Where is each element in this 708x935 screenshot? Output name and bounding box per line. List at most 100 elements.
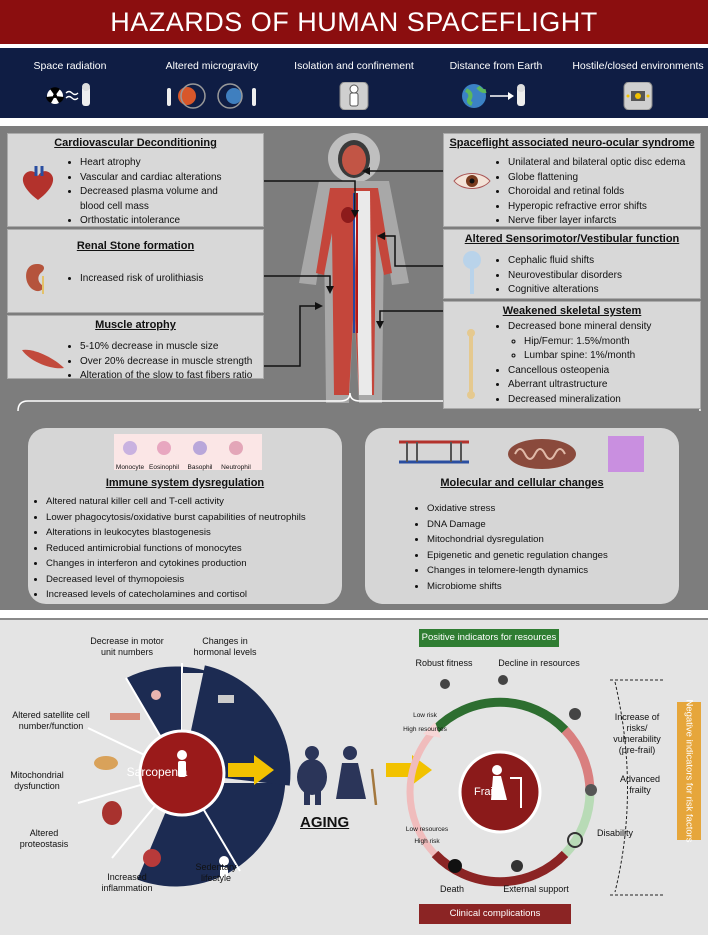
arrow-icon [386, 755, 432, 785]
kidney-icon [26, 264, 45, 294]
negative-indicators-bar: Negative indicators for risk factors [677, 699, 701, 843]
list-item: Altered natural killer cell and T-cell a… [46, 494, 306, 510]
immune-cells-icon [114, 434, 262, 470]
immune-list: Altered natural killer cell and T-cell a… [46, 494, 306, 603]
immune-box: Monocyte Eosinophil Basophil Neutrophil … [28, 428, 342, 604]
cell-label: Basophil [187, 464, 213, 471]
eye-icon [453, 173, 491, 189]
list-item: Decreased mineralization [508, 393, 651, 408]
list-item: Heart atrophy [80, 156, 222, 171]
sarcopenia-label: Sarcopenia [126, 765, 188, 779]
list-item: Alterations in leukocytes blastogenesis [46, 525, 306, 541]
list-item: Cancellous osteopenia [508, 364, 651, 379]
radiation-icon [46, 83, 90, 106]
high-resources-label: High resources [403, 726, 447, 733]
frailty-stage: Disability [596, 828, 633, 838]
list-item: Mitochondrial dysregulation [427, 532, 608, 548]
list-item: Decreased plasma volume and [80, 185, 222, 200]
renal-box: Renal Stone formation Increased risk of … [7, 229, 264, 313]
list-item: Oxidative stress [427, 501, 608, 517]
hazard-isolation: Isolation and confinement [284, 48, 424, 118]
sarcopenia-segment: Sedentary lifestyle [195, 862, 237, 883]
hazard-hostile: Hostile/closed environments [568, 48, 708, 118]
list-item: Hyperopic refractive error shifts [508, 200, 685, 215]
list-item: Increased levels of catecholamines and c… [46, 587, 306, 603]
skeletal-box: Weakened skeletal system Decreased bone … [443, 301, 701, 409]
neuro-ocular-box: Spaceflight associated neuro-ocular synd… [443, 133, 701, 227]
vestibular-icon [463, 251, 481, 294]
dna-icon [399, 440, 469, 464]
list-item: Decreased level of thymopoiesis [46, 572, 306, 588]
neuro-ocular-list: Unilateral and bilateral optic disc edem… [508, 156, 685, 229]
immune-title: Immune system dysregulation [105, 477, 265, 489]
heart-icon [22, 166, 54, 200]
list-item: Cephalic fluid shifts [508, 254, 622, 269]
molecular-list: Oxidative stress DNA Damage Mitochondria… [427, 501, 608, 594]
cardiovascular-box: Cardiovascular Deconditioning Heart atro… [7, 133, 264, 227]
sarcopenia-segment: Altered proteostasis [19, 828, 69, 849]
list-item: Nerve fiber layer infarcts [508, 214, 685, 229]
frailty-cycle [406, 675, 665, 896]
negative-indicators-label: Negative indicators for risk factors [683, 699, 695, 843]
list-item: Microbiome shifts [427, 579, 608, 595]
frailty-stage: Increase of risks/ vulnerability (pre-fr… [613, 712, 661, 755]
list-item: Increased risk of urolithiasis [80, 272, 203, 287]
list-item: Neurovestibular disorders [508, 269, 622, 284]
list-item: Cognitive alterations [508, 283, 622, 298]
bone-icon [467, 329, 475, 399]
list-item: Globe flattening [508, 171, 685, 186]
muscle-title: Muscle atrophy [95, 319, 176, 331]
list-item: Hip/Femur: 1.5%/month [524, 335, 651, 350]
muscle-box: Muscle atrophy 5-10% decrease in muscle … [7, 315, 264, 381]
sarcopenia-segment: Decrease in motor unit numbers [90, 636, 164, 657]
list-item: Changes in telomere-length dynamics [427, 563, 608, 579]
neuro-ocular-title: Spaceflight associated neuro-ocular synd… [449, 137, 695, 149]
frailty-stage: Robust fitness [415, 658, 473, 668]
aging-label: AGING [300, 814, 350, 831]
earth-icon [462, 84, 525, 108]
hazard-microgravity: Altered microgravity [142, 48, 282, 118]
frailty-label: Frailty [474, 786, 504, 798]
planets-icon [167, 83, 256, 109]
list-item: Reduced antimicrobial functions of monoc… [46, 541, 306, 557]
astronaut-capsule-icon [339, 82, 369, 110]
cell-tissue-icon [608, 436, 644, 472]
high-risk-label: High risk [414, 838, 440, 845]
molecular-title: Molecular and cellular changes [440, 477, 604, 489]
page-title: HAZARDS OF HUMAN SPACEFLIGHT [0, 0, 708, 44]
mitochondrion-icon [508, 439, 576, 469]
list-item: Alteration of the slow to fast fibers ra… [80, 369, 252, 384]
low-risk-label: Low risk [413, 712, 437, 719]
frailty-stage: External support [503, 884, 569, 894]
cell-label: Eosinophil [149, 464, 179, 471]
sarcopenia-segment: Changes in hormonal levels [193, 636, 257, 657]
hazard-distance: Distance from Earth [426, 48, 566, 118]
positive-indicators-label: Positive indicators for resources [419, 629, 559, 647]
cardiovascular-list: Heart atrophy Vascular and cardiac alter… [80, 156, 222, 229]
list-item: blood cell mass [80, 200, 149, 212]
renal-list: Increased risk of urolithiasis [80, 272, 203, 287]
cardiovascular-title: Cardiovascular Deconditioning [54, 137, 217, 149]
list-item: Vascular and cardiac alterations [80, 171, 222, 186]
list-item: Over 20% decrease in muscle strength [80, 355, 252, 370]
frailty-stage: Advanced frailty [619, 774, 661, 795]
molecular-box: Molecular and cellular changes Oxidative… [365, 428, 679, 604]
skeletal-list: Decreased bone mineral density Hip/Femur… [508, 320, 651, 407]
clinical-complications-label: Clinical complications [419, 904, 571, 924]
frailty-stage: Decline in resources [498, 658, 580, 668]
list-item: Unilateral and bilateral optic disc edem… [508, 156, 685, 171]
hazard-band: Space radiation Altered microgravity Iso… [0, 48, 708, 118]
list-item: DNA Damage [427, 517, 608, 533]
low-resources-label: Low resources [405, 826, 449, 833]
list-item: Epigenetic and genetic regulation change… [427, 548, 608, 564]
closed-habitat-icon [623, 82, 653, 110]
cell-label: Monocyte [115, 464, 145, 471]
skeletal-title: Weakened skeletal system [502, 305, 642, 317]
cell-label: Neutrophil [221, 464, 251, 471]
list-item: 5-10% decrease in muscle size [80, 340, 252, 355]
list-item: Aberrant ultrastructure [508, 378, 651, 393]
sensorimotor-title: Altered Sensorimotor/Vestibular function [464, 233, 680, 245]
list-item: Orthostatic intolerance [80, 214, 222, 229]
sarcopenia-segment: Mitochondrial dysfunction [10, 770, 64, 791]
renal-title: Renal Stone formation [76, 240, 195, 252]
